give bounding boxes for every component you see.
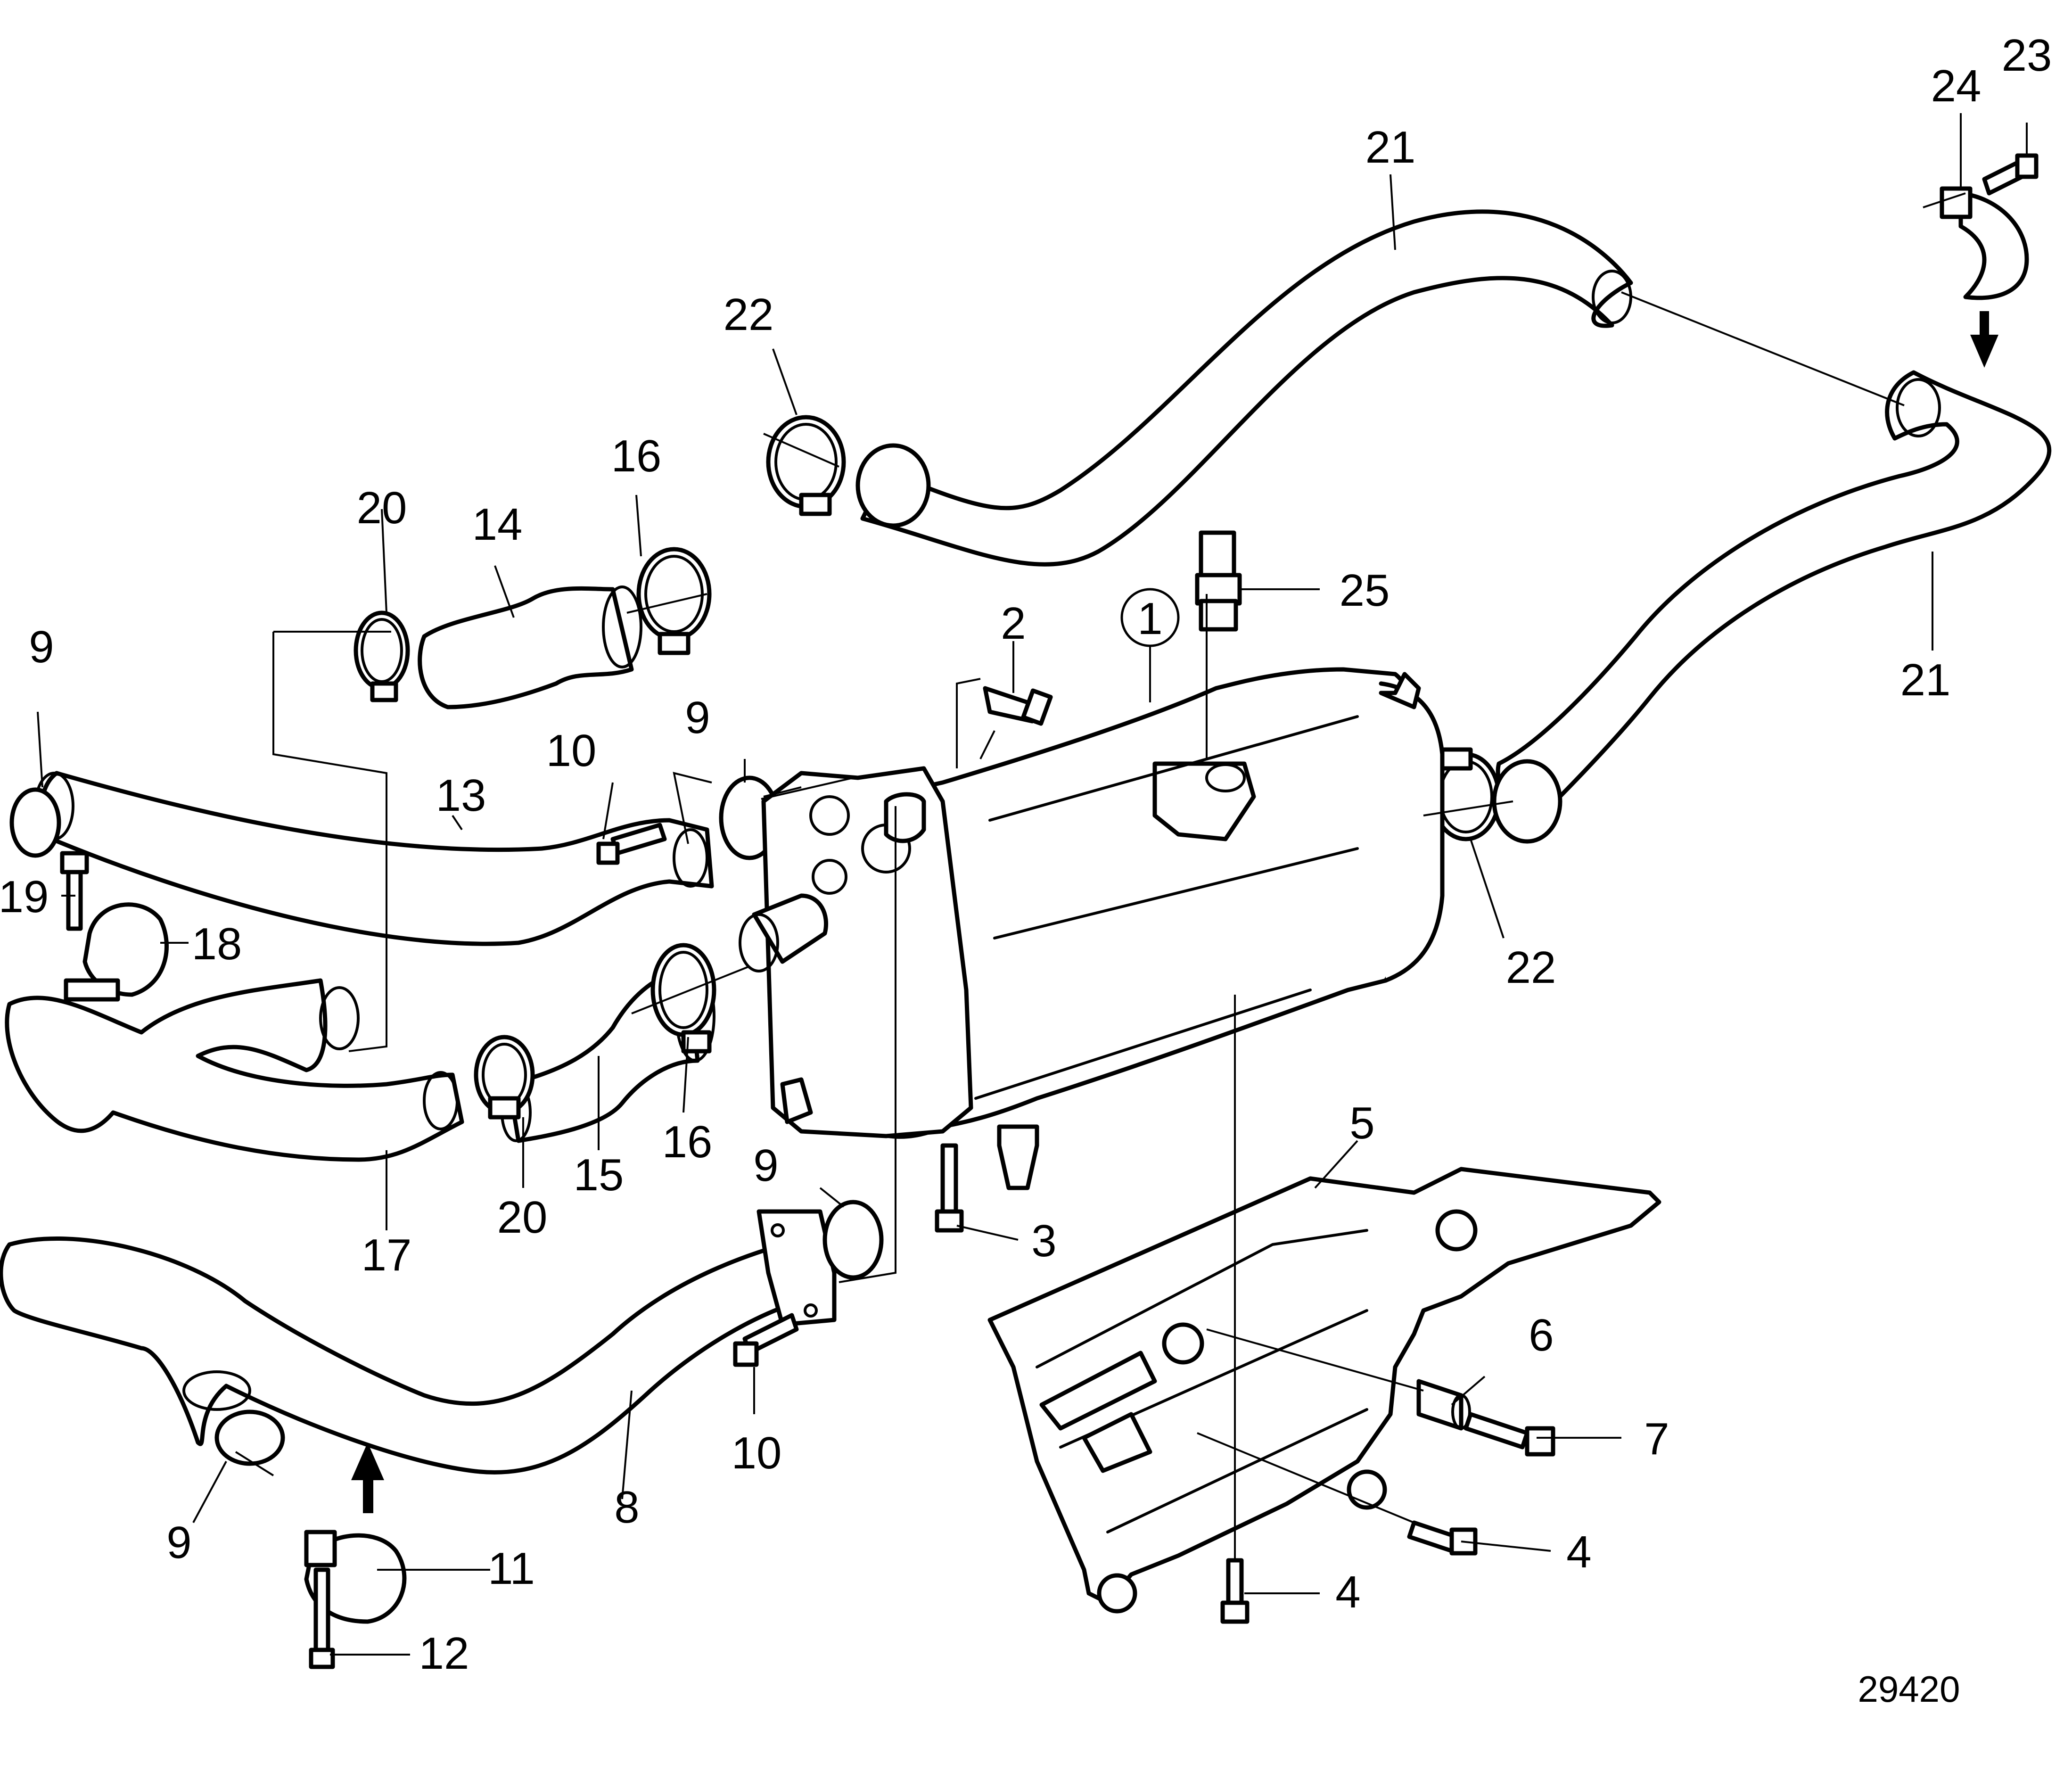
- callout-25: 25: [1340, 565, 1390, 616]
- part-13-pipe: [34, 771, 714, 946]
- part-8-pipe: [0, 1209, 837, 1475]
- part-22-clamp-right: [1431, 747, 1562, 844]
- part-1-heat-exchanger: [739, 667, 1445, 1190]
- callout-14: 14: [472, 499, 523, 550]
- callout-6: 6: [1529, 1310, 1554, 1360]
- part-18-pipe-clamp: [64, 902, 169, 1002]
- callout-4-b: 4: [1335, 1567, 1360, 1617]
- callout-11: 11: [488, 1543, 535, 1594]
- part-17-pipe: [5, 978, 464, 1162]
- part-5-bracket: [987, 1167, 1661, 1614]
- callout-16-a: 16: [611, 431, 662, 481]
- callout-9-b: 9: [685, 692, 710, 743]
- callout-3: 3: [1031, 1216, 1056, 1266]
- callout-23: 23: [2002, 30, 2052, 81]
- part-24-pipe-clamp: [1940, 186, 2029, 300]
- callout-17: 17: [362, 1230, 412, 1280]
- callout-9-d: 9: [166, 1517, 191, 1568]
- part-11-pipe-clamp: [304, 1530, 407, 1624]
- callout-2: 2: [1001, 598, 1026, 649]
- callout-12: 12: [419, 1628, 469, 1679]
- callout-22-a: 22: [724, 289, 774, 340]
- callout-16-b: 16: [662, 1117, 713, 1167]
- callout-4-a: 4: [1566, 1527, 1591, 1577]
- callout-18: 18: [192, 919, 242, 969]
- part-16-clamp-upper: [636, 547, 712, 655]
- part-19-bolt: [60, 851, 89, 931]
- callout-20-a: 20: [357, 483, 407, 533]
- callout-21-a: 21: [1365, 122, 1416, 173]
- callout-10-a: 10: [546, 725, 597, 776]
- part-9-oring-lower-right: [822, 1200, 884, 1280]
- callout-19: 19: [0, 872, 49, 922]
- direction-arrow-down: [1970, 311, 1998, 368]
- callout-8: 8: [614, 1482, 639, 1533]
- callout-20-b: 20: [497, 1192, 548, 1243]
- callout-9-a: 9: [29, 622, 54, 672]
- part-22-clamp-upper: [766, 415, 931, 528]
- figure-reference-number: 29420: [1858, 1668, 1960, 1710]
- part-21-upper-pipe: [860, 209, 2052, 832]
- callout-10-b: 10: [732, 1428, 782, 1478]
- callout-5: 5: [1349, 1098, 1374, 1148]
- part-23-bolt: [1982, 153, 2039, 196]
- callout-1: 1: [1137, 593, 1162, 644]
- part-10-bolt-upper: [596, 823, 667, 865]
- part-4-bolt-right: [1407, 1520, 1478, 1556]
- part-9-oring-left: [9, 787, 61, 858]
- part-7-bolt: [1464, 1412, 1555, 1457]
- callout-13: 13: [436, 770, 486, 821]
- part-10-bolt-lower: [733, 1313, 799, 1367]
- callout-7: 7: [1644, 1414, 1669, 1464]
- part-16-clamp-lower: [650, 943, 716, 1054]
- callout-24: 24: [1931, 61, 1982, 111]
- part-20-clamp-upper: [354, 610, 410, 702]
- direction-arrow-up: [351, 1442, 384, 1513]
- part-6-spacer: [1416, 1379, 1471, 1431]
- part-4-bolt-lower: [1220, 1558, 1250, 1624]
- callout-pointers: [37, 113, 2028, 1656]
- callout-21-b: 21: [1900, 655, 1951, 705]
- part-12-bolt: [309, 1567, 335, 1669]
- part-2-bolt: [983, 686, 1053, 726]
- part-25-nipple: [1195, 530, 1242, 632]
- part-3-bolt: [935, 1143, 964, 1233]
- callout-9-c: 9: [753, 1140, 778, 1191]
- part-20-clamp-lower: [474, 1035, 535, 1120]
- callout-15: 15: [574, 1150, 624, 1200]
- callout-22-b: 22: [1506, 942, 1556, 993]
- part-9-oring-lower-left: [214, 1409, 285, 1466]
- leader-lines: [235, 192, 1966, 1560]
- part-14-hose: [418, 585, 642, 709]
